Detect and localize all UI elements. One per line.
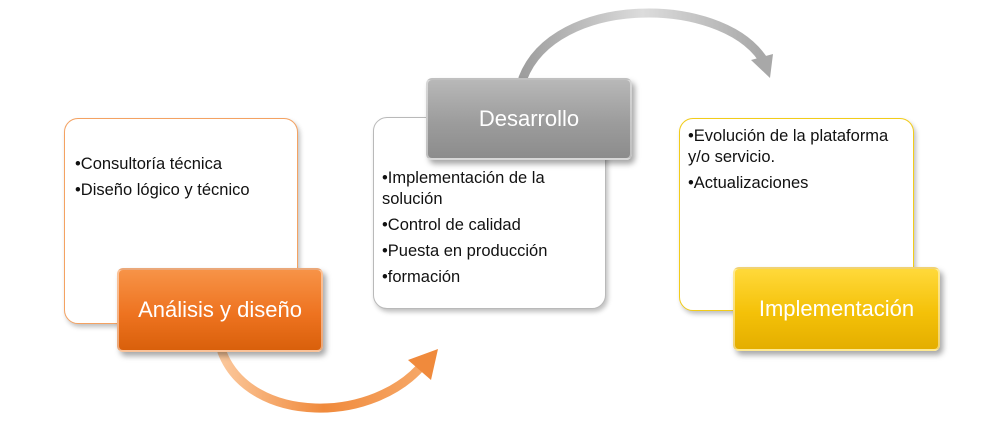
list-item: Puesta en producción: [382, 241, 600, 262]
list-item: Consultoría técnica: [75, 154, 290, 175]
analysis-list: Consultoría técnica Diseño lógico y técn…: [75, 154, 290, 206]
development-list: Implementación de la solución Control de…: [382, 168, 600, 293]
arrow-analysis-to-development: [217, 347, 438, 413]
list-item: Control de calidad: [382, 215, 600, 236]
list-item: Actualizaciones: [688, 173, 910, 194]
list-item: Implementación de la solución: [382, 168, 600, 210]
implementation-heading: Implementación: [733, 267, 940, 351]
list-item: Diseño lógico y técnico: [75, 180, 290, 201]
list-item: formación: [382, 267, 600, 288]
list-item: Evolución de la plataforma y/o servicio.: [688, 126, 910, 168]
arrow-development-to-implementation: [518, 8, 773, 83]
analysis-heading: Análisis y diseño: [117, 268, 323, 352]
development-heading: Desarrollo: [426, 78, 632, 160]
implementation-list: Evolución de la plataforma y/o servicio.…: [688, 126, 910, 199]
